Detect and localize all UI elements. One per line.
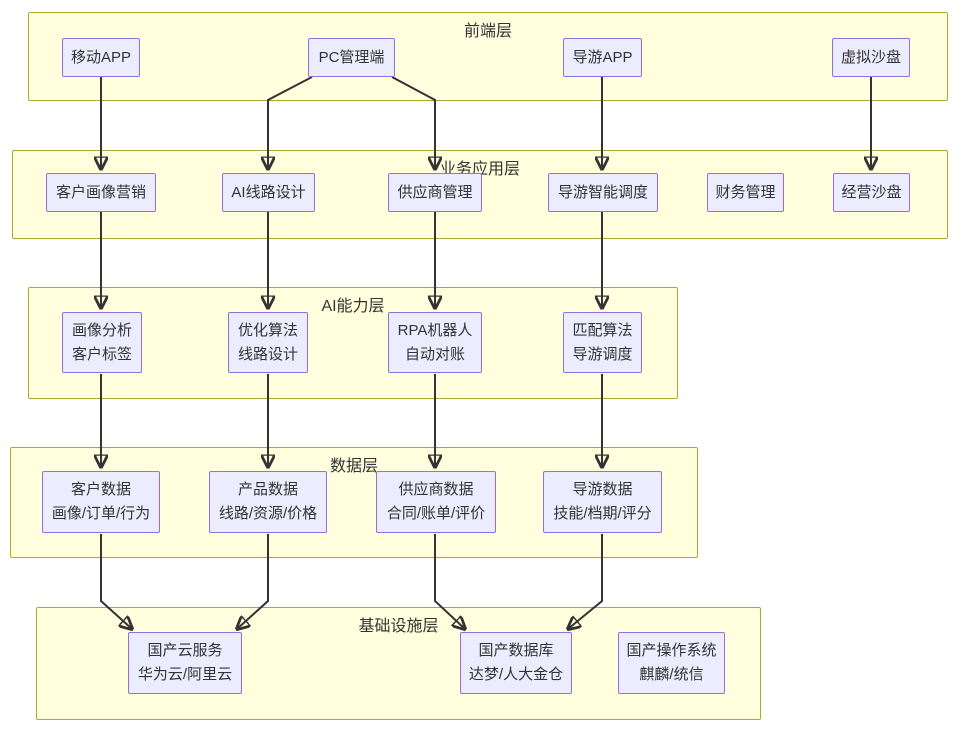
layer-frontend-title: 前端层 bbox=[463, 23, 512, 40]
node-label-line1: 导游数据 bbox=[572, 481, 633, 498]
node-virtual-sandbox: 虚拟沙盘 bbox=[832, 38, 910, 77]
node-domestic-cloud: 国产云服务 华为云/阿里云 bbox=[128, 632, 242, 694]
layer-frontend: 前端层 bbox=[28, 12, 948, 101]
node-profile-analysis: 画像分析 客户标签 bbox=[62, 312, 142, 373]
node-label-line2: 达梦/人大金仓 bbox=[468, 666, 564, 683]
node-guide-scheduling: 导游智能调度 bbox=[548, 173, 658, 212]
node-label: AI线路设计 bbox=[231, 183, 306, 201]
node-guide-data: 导游数据 技能/档期/评分 bbox=[543, 471, 662, 533]
node-label-line2: 合同/账单/评价 bbox=[386, 505, 486, 522]
node-label: 移动APP bbox=[70, 48, 131, 66]
node-label-line2: 线路设计 bbox=[237, 345, 298, 363]
node-ai-route-design: AI线路设计 bbox=[222, 173, 315, 212]
node-guide-app: 导游APP bbox=[563, 38, 642, 77]
node-rpa-reconciliation: RPA机器人 自动对账 bbox=[388, 312, 482, 373]
node-label-line1: 匹配算法 bbox=[572, 321, 633, 339]
node-label-line2: 华为云/阿里云 bbox=[137, 666, 233, 683]
node-label: 客户画像营销 bbox=[55, 183, 146, 201]
node-label: 供应商管理 bbox=[397, 183, 473, 201]
node-label-line2: 客户标签 bbox=[71, 345, 132, 363]
node-label-line2: 导游调度 bbox=[572, 345, 633, 363]
node-label-line1: 国产数据库 bbox=[478, 642, 554, 659]
node-label-line1: 国产云服务 bbox=[147, 642, 223, 659]
node-label-line1: 产品数据 bbox=[237, 481, 298, 498]
node-label-line1: 画像分析 bbox=[71, 321, 132, 339]
node-label: 财务管理 bbox=[715, 183, 776, 201]
node-customer-marketing: 客户画像营销 bbox=[46, 173, 156, 212]
node-label: 导游APP bbox=[572, 48, 633, 66]
node-label-line2: 自动对账 bbox=[404, 345, 465, 363]
node-domestic-database: 国产数据库 达梦/人大金仓 bbox=[460, 632, 572, 694]
node-mobile-app: 移动APP bbox=[62, 38, 140, 77]
node-label-line2: 画像/订单/行为 bbox=[51, 505, 151, 522]
node-matching-algorithm: 匹配算法 导游调度 bbox=[563, 312, 642, 373]
node-label-line1: RPA机器人 bbox=[397, 321, 473, 339]
layer-ai-title: AI能力层 bbox=[321, 298, 385, 315]
layer-infra-title: 基础设施层 bbox=[358, 618, 439, 635]
node-label-line1: 客户数据 bbox=[70, 481, 131, 498]
node-label-line2: 线路/资源/价格 bbox=[218, 505, 318, 522]
node-label-line1: 国产操作系统 bbox=[626, 642, 717, 659]
node-label: 经营沙盘 bbox=[841, 183, 902, 201]
node-label: 导游智能调度 bbox=[557, 183, 648, 201]
node-label-line2: 技能/档期/评分 bbox=[553, 505, 652, 522]
node-domestic-os: 国产操作系统 麒麟/统信 bbox=[618, 632, 725, 694]
node-pc-admin: PC管理端 bbox=[308, 38, 395, 77]
node-label: 虚拟沙盘 bbox=[840, 48, 901, 66]
node-product-data: 产品数据 线路/资源/价格 bbox=[209, 471, 327, 533]
node-label-line1: 优化算法 bbox=[237, 321, 298, 339]
node-finance-mgmt: 财务管理 bbox=[707, 173, 784, 212]
node-supplier-data: 供应商数据 合同/账单/评价 bbox=[376, 471, 496, 533]
node-label-line2: 麒麟/统信 bbox=[639, 666, 704, 683]
node-supplier-mgmt: 供应商管理 bbox=[388, 173, 482, 212]
node-business-sandbox: 经营沙盘 bbox=[833, 173, 910, 212]
node-label: PC管理端 bbox=[318, 48, 385, 66]
layer-data-title: 数据层 bbox=[329, 458, 378, 475]
node-label-line1: 供应商数据 bbox=[398, 481, 474, 498]
node-route-optimization: 优化算法 线路设计 bbox=[228, 312, 308, 373]
node-customer-data: 客户数据 画像/订单/行为 bbox=[42, 471, 160, 533]
